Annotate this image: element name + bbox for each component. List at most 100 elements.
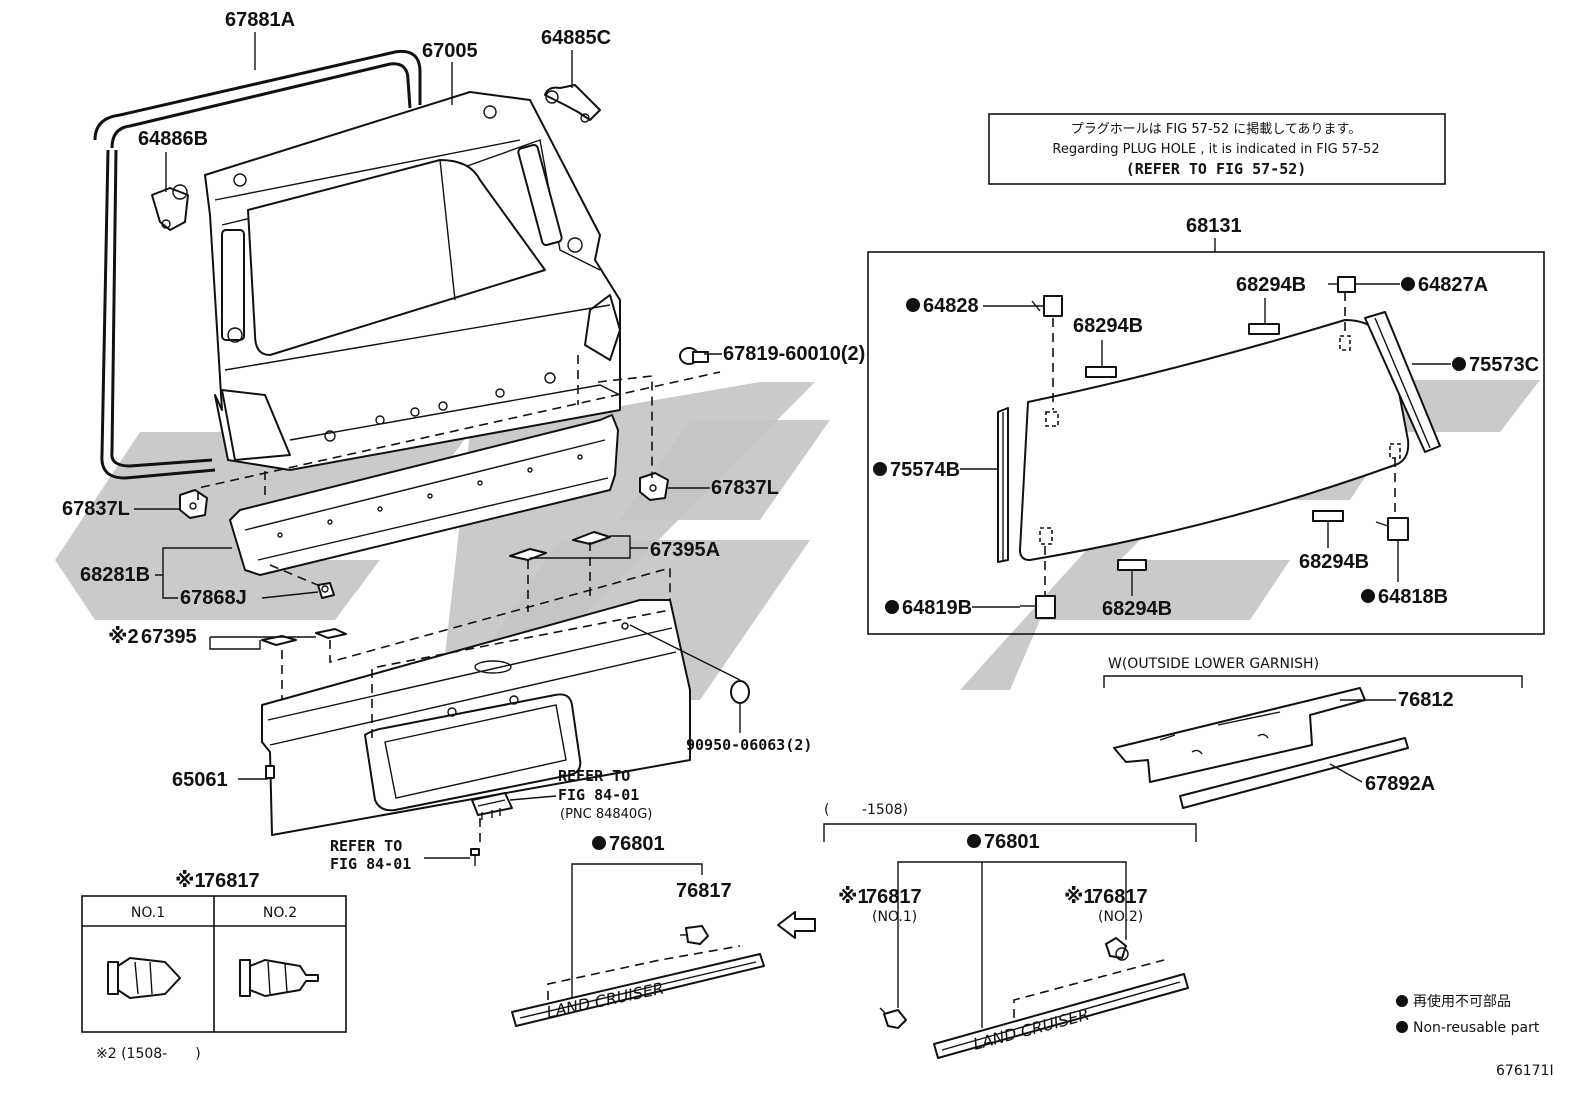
note-line-3: (REFER TO FIG 57-52): [1126, 160, 1307, 178]
label-64886B: 64886B: [138, 128, 208, 150]
label-67881A: 67881A: [225, 9, 295, 31]
mark-note-1-b: ※1: [1064, 886, 1095, 908]
spacer-68294B-c[interactable]: [1312, 510, 1344, 522]
clip-table-title: 76817: [204, 870, 260, 892]
refer-fig-2-line2: FIG 84-01: [330, 855, 411, 873]
arrow-left-icon: [777, 911, 816, 939]
refer-fig-1-line3: (PNC 84840G): [560, 807, 652, 822]
label-76817-no1: 76817: [866, 886, 922, 908]
clip-table: NO.1 NO.2: [81, 895, 347, 1033]
legend-jp: 再使用不可部品: [1413, 993, 1511, 1010]
clip-67868J[interactable]: [317, 582, 335, 599]
label-64827A: 64827A: [1418, 274, 1488, 296]
label-67868J: 67868J: [180, 587, 247, 609]
seal-67892A[interactable]: [1179, 737, 1409, 809]
label-67837L-left: 67837L: [62, 498, 130, 520]
spacer-68294B-a[interactable]: [1248, 323, 1280, 335]
legend: 再使用不可部品 Non-reusable part: [1396, 993, 1540, 1036]
refer-fig-1-line2: FIG 84-01: [558, 786, 639, 804]
refer-fig-2-line1: REFER TO: [330, 837, 402, 855]
label-75573C: 75573C: [1469, 354, 1539, 376]
license-lamp[interactable]: [471, 792, 513, 820]
bolt-64819B[interactable]: [1020, 595, 1056, 619]
clip-76817-left[interactable]: [680, 925, 709, 945]
non-reusable-icon: [1396, 1021, 1408, 1033]
clip-col-no2: NO.2: [263, 905, 297, 921]
bracket-67837L-right[interactable]: [639, 472, 669, 501]
spacer-68294B-d[interactable]: [1117, 559, 1147, 571]
non-reusable-icon: [873, 462, 887, 476]
label-67395A: 67395A: [650, 539, 720, 561]
label-76817-no1-sub: (NO.1): [872, 909, 917, 925]
note-line-2: Regarding PLUG HOLE , it is indicated in…: [1052, 142, 1379, 157]
bolt-64818B[interactable]: [1375, 517, 1409, 541]
non-reusable-icon: [1396, 995, 1408, 1007]
refer-fig-1-line1: REFER TO: [558, 767, 630, 785]
range-header: ( -1508): [824, 802, 908, 818]
label-68294B-a: 68294B: [1236, 274, 1306, 296]
clip-76817-no1[interactable]: [879, 1007, 907, 1029]
mark-note-2: ※2: [108, 626, 139, 648]
footnote-2: ※2 (1508- ): [96, 1046, 201, 1062]
label-67892A: 67892A: [1365, 773, 1435, 795]
label-64828: 64828: [923, 295, 979, 317]
garnish-76812[interactable]: [1113, 687, 1366, 783]
spacer-68294B-b[interactable]: [1085, 366, 1117, 378]
label-76817-no2-sub: (NO.2): [1098, 909, 1143, 925]
inner-trim-68281B[interactable]: [229, 414, 619, 576]
note-line-1: プラグホールは FIG 57-52 に掲載してあります。: [1071, 121, 1361, 137]
hinge-64885C[interactable]: [544, 84, 601, 123]
label-68294B-b: 68294B: [1073, 315, 1143, 337]
clip-67819[interactable]: [679, 347, 709, 365]
emblem-plate-left[interactable]: LAND CRUISER: [511, 953, 765, 1027]
glass-assembly-frame: [867, 251, 1545, 635]
non-reusable-icon: [885, 600, 899, 614]
label-68281B: 68281B: [80, 564, 150, 586]
clip-no1-drawing: [107, 957, 181, 999]
label-76812: 76812: [1398, 689, 1454, 711]
label-68294B-d: 68294B: [1102, 598, 1172, 620]
label-67837L-right: 67837L: [711, 477, 779, 499]
non-reusable-icon: [906, 298, 920, 312]
clip-col-no1: NO.1: [131, 905, 165, 921]
label-67819: 67819-60010(2): [723, 343, 865, 365]
non-reusable-icon: [967, 834, 981, 848]
label-76801-right: 76801: [984, 831, 1040, 853]
bolt-64827A[interactable]: [1328, 276, 1356, 293]
plug-hole-note: プラグホールは FIG 57-52 に掲載してあります。 Regarding P…: [988, 113, 1446, 185]
mark-note-1-a: ※1: [838, 886, 869, 908]
outer-garnish-65061[interactable]: [261, 599, 691, 836]
label-64819B: 64819B: [902, 597, 972, 619]
non-reusable-icon: [1452, 357, 1466, 371]
label-76817-no2: 76817: [1092, 886, 1148, 908]
back-door-panel-67005[interactable]: [204, 91, 621, 471]
figure-code: 676171I: [1496, 1063, 1554, 1079]
emblem-text-left: LAND CRUISER: [545, 979, 666, 1022]
bolt-64828[interactable]: [1028, 295, 1063, 317]
label-64885C: 64885C: [541, 27, 611, 49]
legend-en: Non-reusable part: [1413, 1020, 1540, 1036]
grommet-90950[interactable]: [730, 680, 750, 704]
label-65061: 65061: [172, 769, 228, 791]
non-reusable-icon: [1361, 589, 1375, 603]
pad-67395A[interactable]: [509, 531, 611, 561]
label-76817-left: 76817: [676, 880, 732, 902]
bracket-67837L-left[interactable]: [179, 489, 208, 519]
garnish-header: W(OUTSIDE LOWER GARNISH): [1108, 656, 1319, 672]
label-67005: 67005: [422, 40, 478, 62]
weatherstrip-67881A[interactable]: [93, 49, 422, 480]
hinge-64886B[interactable]: [151, 184, 189, 231]
label-68294B-c: 68294B: [1299, 551, 1369, 573]
label-68131: 68131: [1186, 215, 1242, 237]
emblem-plate-right[interactable]: LAND CRUISER: [933, 973, 1189, 1059]
label-76801-left: 76801: [609, 833, 665, 855]
back-glass-68131[interactable]: [1019, 319, 1410, 561]
non-reusable-icon: [592, 836, 606, 850]
molding-75573C[interactable]: [1364, 311, 1441, 453]
molding-75574B[interactable]: [997, 407, 1009, 563]
label-64818B: 64818B: [1378, 586, 1448, 608]
clip-no2-drawing: [239, 959, 319, 997]
clip-76817-no2[interactable]: [1105, 937, 1129, 961]
lamp-screw[interactable]: [470, 848, 480, 866]
